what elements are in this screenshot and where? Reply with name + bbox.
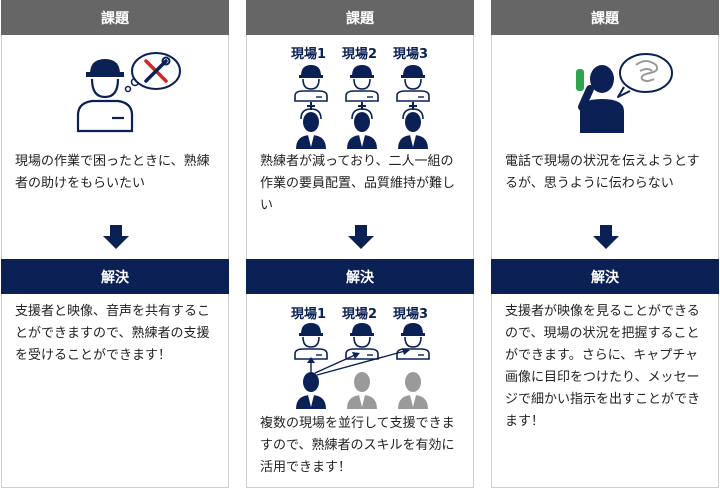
worker-with-tools-illustration [76, 52, 181, 133]
solution-text: 支援者と映像、音声を共有することができますので、熟練者の支援を受けることができま… [15, 304, 211, 363]
down-arrow-icon [348, 225, 374, 249]
solution-header: 解決 [246, 259, 474, 294]
down-arrow-icon [593, 225, 619, 249]
inactive-expert-icon [347, 372, 428, 409]
solution-header: 解決 [1, 259, 229, 294]
solution-text: 複数の現場を並行して支援できますので、熟練者のスキルを有効に活用できます！ [260, 416, 455, 475]
multi-site-support-illustration [294, 322, 430, 409]
column-visual-share: 課題 電話で現場の状況を伝えようとするが、思うように伝わらない 解決 支援者が映… [491, 0, 719, 488]
tools-thought-icon [124, 52, 181, 93]
problem-text: 電話で現場の状況を伝えようとするが、思うように伝わらない [505, 154, 700, 191]
confused-thought-icon [617, 53, 673, 98]
site-label-3: 現場3 [393, 307, 429, 322]
problem-header: 課題 [1, 0, 229, 35]
site-label-2: 現場2 [342, 47, 378, 62]
phone-caller-illustration [576, 53, 673, 133]
site-label-3: 現場3 [393, 47, 429, 62]
solution-text: 支援者が映像を見ることができるので、現場の状況を把握することができます。さらに、… [505, 304, 701, 429]
problem-text: 熟練者が減っており、二人一組の作業の要員配置、品質維持が難しい [260, 154, 456, 213]
worker-icon [76, 59, 134, 133]
site-label-1: 現場1 [291, 307, 327, 322]
column-remote-help: 課題 現場の作業で困ったときに、熟練者の助けをもらいたい 解決 [1, 0, 229, 488]
down-arrow-icon [103, 225, 129, 249]
column-multi-site: 課題 現場1 現場2 現場3 [246, 0, 474, 488]
solution-header: 解決 [491, 259, 719, 294]
site-worker-2 [345, 64, 379, 102]
problem-header: 課題 [246, 0, 474, 35]
problem-text: 現場の作業で困ったときに、熟練者の助けをもらいたい [15, 154, 210, 191]
paired-workers-illustration [294, 64, 430, 149]
site-worker-1 [294, 64, 328, 102]
connection-arrows [307, 348, 410, 376]
phone-caller-icon [576, 65, 624, 133]
expert-icon [296, 372, 326, 409]
problem-header: 課題 [491, 0, 719, 35]
site-worker-3 [396, 64, 430, 102]
expert-icon [295, 108, 429, 149]
site-label-1: 現場1 [291, 47, 327, 62]
site-label-2: 現場2 [342, 307, 378, 322]
